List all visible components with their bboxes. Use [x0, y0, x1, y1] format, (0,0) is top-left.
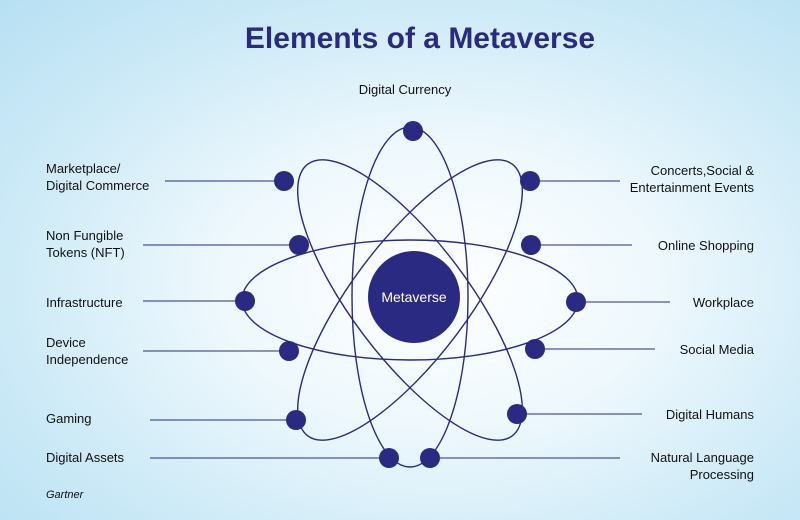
- label-digital-currency: Digital Currency: [358, 82, 452, 97]
- center-node: [368, 251, 460, 343]
- label-digital-assets: Digital Assets: [46, 450, 125, 465]
- label-digital-humans: Digital Humans: [665, 407, 754, 422]
- label-device-independence: Device Independence: [46, 335, 129, 367]
- node-device-independence: [279, 341, 299, 361]
- node-gaming: [286, 410, 306, 430]
- orbit-diagonal-2: [296, 159, 524, 441]
- node-nft: [289, 235, 309, 255]
- label-nlp: Natural Language Processing: [650, 450, 754, 482]
- label-workplace: Workplace: [692, 295, 754, 310]
- orbit-diagonal-1: [296, 159, 524, 441]
- node-digital-currency: [403, 121, 423, 141]
- node-digital-assets: [379, 448, 399, 468]
- page-title: Elements of a Metaverse: [244, 22, 596, 55]
- node-digital-humans: [507, 404, 527, 424]
- source-label: Gartner: [46, 489, 84, 501]
- label-gaming: Gaming: [46, 411, 92, 426]
- node-workplace: [566, 292, 586, 312]
- node-online-shopping: [521, 235, 541, 255]
- label-nft: Non Fungible Tokens (NFT): [46, 228, 125, 260]
- label-social-media: Social Media: [679, 342, 754, 357]
- node-social-media: [525, 339, 545, 359]
- label-marketplace: Marketplace/ Digital Commerce: [46, 161, 150, 193]
- node-marketplace: [274, 171, 294, 191]
- label-online-shopping: Online Shopping: [657, 238, 754, 253]
- center-label: Metaverse: [381, 289, 447, 305]
- label-concerts: Concerts,Social & Entertainment Events: [629, 163, 754, 195]
- node-nlp: [420, 448, 440, 468]
- node-infrastructure: [235, 291, 255, 311]
- label-infrastructure: Infrastructure: [46, 295, 123, 310]
- node-concerts: [520, 171, 540, 191]
